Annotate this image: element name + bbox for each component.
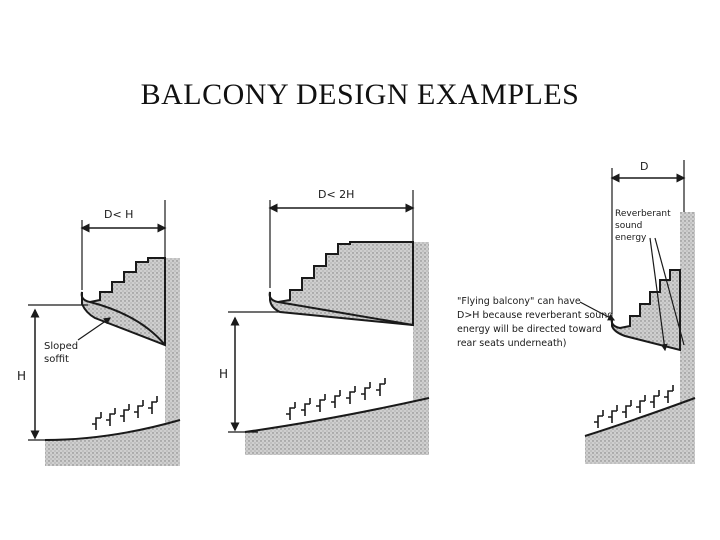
flying-balcony-note-line4: rear seats underneath) [457, 338, 566, 349]
left-soffit-note-line1: Sloped [44, 341, 78, 352]
left-balcony-body [80, 257, 166, 347]
right-dimension-d-label: D [640, 160, 648, 173]
left-seats [92, 396, 158, 430]
middle-balcony-example [228, 190, 430, 455]
flying-balcony-note-line2: D>H because reverberant sound [457, 310, 613, 321]
left-floor [45, 420, 180, 466]
left-dimension-d-label: D< H [104, 208, 133, 221]
flying-balcony-note-line1: "Flying balcony" can have [457, 296, 581, 307]
right-balcony-example [579, 160, 696, 464]
right-energy-label-line2: sound [615, 221, 642, 231]
right-energy-label-line1: Reverberant [615, 209, 671, 219]
middle-dimension-h-label: H [219, 367, 228, 381]
flying-balcony-note-line3: energy will be directed toward [457, 324, 602, 335]
middle-balcony-body [268, 241, 414, 327]
middle-dimension-d-label: D< 2H [318, 188, 354, 201]
middle-seats [286, 378, 386, 420]
right-energy-label-line3: energy [615, 233, 647, 243]
flying-balcony-note: "Flying balcony" can have D>H because re… [457, 296, 613, 349]
right-floor [585, 398, 695, 464]
left-balcony-example [28, 200, 181, 466]
middle-floor [245, 398, 429, 455]
right-seats [594, 385, 674, 428]
left-soffit-note-line2: soffit [44, 354, 69, 365]
left-dimension-h-label: H [17, 369, 26, 383]
right-balcony-body [610, 269, 681, 352]
left-rear-wall [165, 258, 180, 466]
page-title: BALCONY DESIGN EXAMPLES [140, 78, 580, 111]
